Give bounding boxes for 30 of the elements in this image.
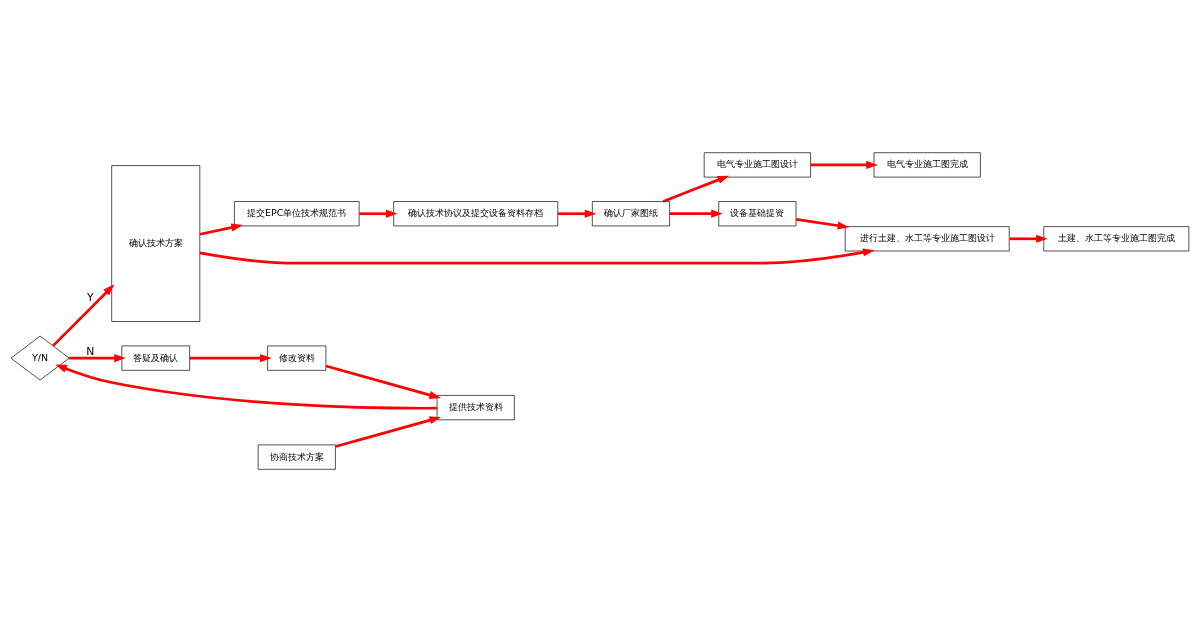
node-box: 确认技术协议及提交设备资料存档 [393, 200, 559, 226]
node-box: 电气专业施工图完成 [873, 151, 981, 177]
node-box: 修改资料 [267, 345, 327, 371]
node-box: 电气专业施工图设计 [703, 151, 811, 177]
edge-label: Y [87, 290, 94, 304]
arrow [557, 209, 597, 218]
arrow [810, 160, 878, 169]
arrow [1009, 234, 1048, 243]
arrow [199, 247, 875, 265]
arrow [199, 223, 243, 236]
arrow [189, 353, 272, 362]
node-box: 答疑及确认 [121, 345, 190, 371]
arrow [335, 415, 441, 448]
node-box: 土建、水工等专业施工图完成 [1043, 225, 1190, 251]
node-box: 提交EPC单位技术规范书 [234, 200, 360, 226]
arrow [662, 175, 730, 203]
node-box: 协商技术方案 [257, 444, 336, 470]
node-box: 确认厂家图纸 [592, 200, 670, 226]
edge-label: N [86, 344, 95, 358]
node-box: 提供技术资料 [436, 394, 515, 420]
arrow [795, 217, 850, 230]
arrow [52, 283, 115, 347]
node-box: 确认技术方案 [111, 164, 201, 322]
arrow [55, 363, 437, 410]
arrow [359, 209, 398, 218]
arrow [669, 209, 723, 218]
arrow [325, 364, 441, 399]
node-box: 进行土建、水工等专业施工图设计 [844, 225, 1010, 251]
arrow [69, 353, 126, 362]
node-box: 设备基础提资 [718, 200, 797, 226]
